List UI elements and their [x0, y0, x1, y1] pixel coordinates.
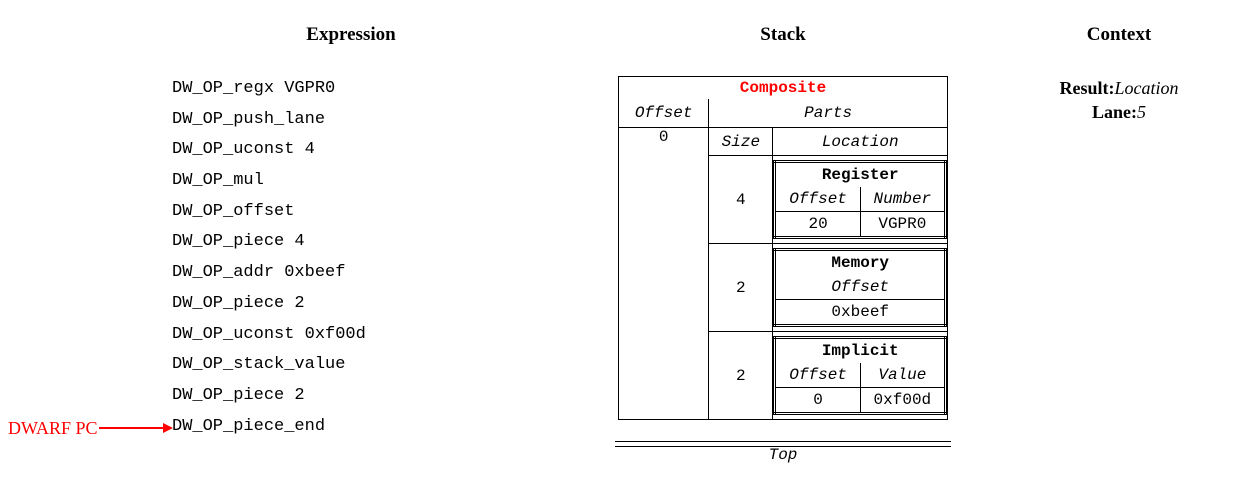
part-location: Implicit Offset Value 0 0xf00d — [772, 331, 948, 420]
part-column-header: Offset — [774, 363, 861, 388]
part-location: Register Offset Number 20 VGPR0 — [772, 155, 948, 244]
part-value: 0 — [774, 387, 861, 414]
stack-top-label: Top — [768, 446, 798, 464]
part-size: 2 — [708, 331, 774, 420]
part-column-header: Value — [859, 363, 946, 388]
part-value: 0xf00d — [859, 387, 946, 414]
expression-line: DW_OP_piece_end — [172, 416, 326, 436]
context-block: Result:Location Lane:5 — [1010, 76, 1228, 124]
part-table-register: Register Offset Number 20 VGPR0 — [773, 160, 947, 239]
stack-bottom-rule — [615, 441, 951, 447]
arrow-right-icon — [98, 423, 173, 433]
part-size: 2 — [708, 243, 774, 332]
expression-line: DW_OP_piece 4 — [172, 232, 305, 252]
column-header-size: Size — [708, 127, 774, 156]
dwarf-pc-marker: DWARF PC — [8, 414, 173, 442]
column-header-parts: Parts — [708, 99, 948, 128]
context-entry-lane: Lane:5 — [1010, 100, 1228, 124]
part-value: 20 — [774, 211, 861, 238]
page-title-expression: Expression — [306, 24, 396, 45]
part-kind: Memory — [831, 254, 890, 272]
context-entry-result: Result:Location — [1010, 76, 1228, 100]
stack-offset-value: 0 — [618, 127, 710, 420]
stack-entry-title: Composite — [739, 79, 827, 97]
expression-line: DW_OP_offset — [172, 201, 295, 221]
page-title-stack: Stack — [760, 24, 806, 45]
expression-line: DW_OP_stack_value — [172, 355, 346, 375]
stack-table: Composite Offset Parts 0 Size Location 4 — [618, 76, 948, 420]
page-title-context: Context — [1086, 24, 1152, 45]
part-size: 4 — [708, 155, 774, 244]
expression-line: DW_OP_piece 2 — [172, 385, 305, 405]
expression-line: DW_OP_uconst 4 — [172, 140, 315, 160]
expression-list: DW_OP_regx VGPR0 DW_OP_push_lane DW_OP_u… — [172, 74, 572, 442]
expression-line: DW_OP_uconst 0xf00d — [172, 324, 366, 344]
part-value: 0xbeef — [774, 299, 946, 326]
expression-line: DW_OP_addr 0xbeef — [172, 263, 346, 283]
part-location: Memory Offset 0xbeef — [772, 243, 948, 332]
context-value: 5 — [1137, 102, 1146, 122]
table-row: 2 Implicit Offset Value 0 — [619, 331, 948, 420]
context-key: Result: — [1059, 78, 1115, 98]
expression-line: DW_OP_mul — [172, 171, 264, 191]
part-column-header: Number — [859, 187, 946, 212]
part-column-header: Offset — [774, 275, 946, 300]
part-value: VGPR0 — [859, 211, 946, 238]
column-header-location: Location — [772, 127, 948, 156]
part-kind: Implicit — [821, 342, 899, 360]
table-row: 2 Memory Offset 0xbeef — [619, 243, 948, 332]
context-key: Lane: — [1092, 102, 1137, 122]
part-table-implicit: Implicit Offset Value 0 0xf00d — [773, 336, 947, 415]
context-value: Location — [1114, 78, 1179, 98]
expression-line: DW_OP_piece 2 — [172, 293, 305, 313]
part-column-header: Offset — [774, 187, 861, 212]
part-table-memory: Memory Offset 0xbeef — [773, 248, 947, 327]
column-header-offset: Offset — [618, 99, 710, 128]
stack-table-container: Composite Offset Parts 0 Size Location 4 — [618, 76, 948, 420]
dwarf-pc-label: DWARF PC — [8, 418, 98, 438]
expression-line: DW_OP_push_lane — [172, 109, 326, 129]
part-kind: Register — [821, 166, 899, 184]
expression-line: DW_OP_regx VGPR0 — [172, 79, 336, 98]
